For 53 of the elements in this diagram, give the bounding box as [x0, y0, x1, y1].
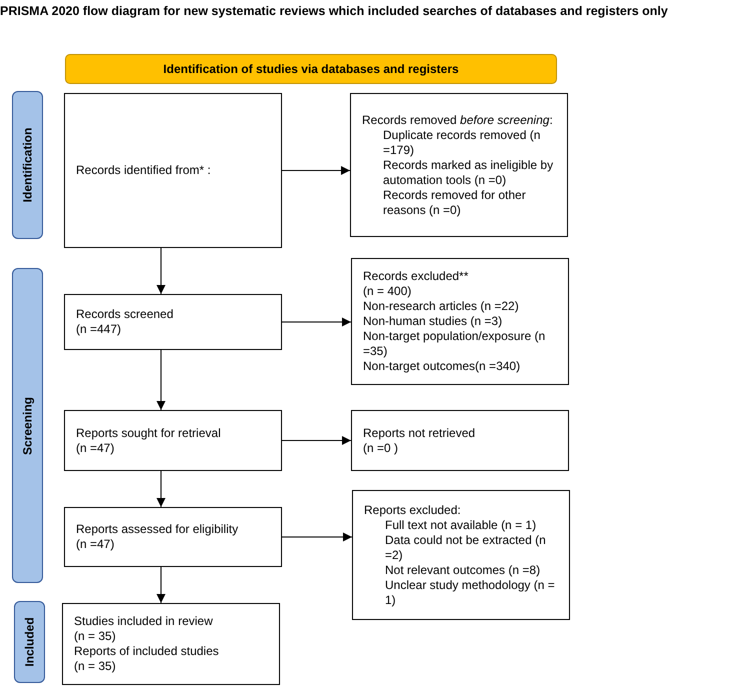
box-text: Records removed before screening: — [362, 112, 554, 128]
box-text: (n =47) — [76, 537, 116, 552]
box-text: Reports sought for retrieval — [76, 426, 222, 440]
diagram-title: PRISMA 2020 flow diagram for new systematic reviews which included searches of databases and registers only — [0, 4, 668, 18]
phase-band — [12, 268, 43, 583]
phase-band — [14, 601, 45, 683]
arrow — [156, 350, 166, 410]
box-text: Records screened — [76, 307, 174, 322]
process-box — [351, 410, 569, 471]
box-text: (n = 35) — [74, 659, 117, 674]
process-box — [62, 603, 280, 685]
box-text: Not relevant outcomes (n =8) — [384, 562, 542, 578]
process-box — [351, 258, 569, 385]
process-box — [352, 490, 570, 620]
phase-label: Included — [22, 617, 37, 667]
box-text: Duplicate records removed (n =179) — [382, 128, 542, 158]
arrow — [156, 470, 166, 508]
box-text: Records identified from* : — [76, 163, 212, 178]
process-box — [64, 410, 282, 471]
box-text: Records marked as ineligible by automation tools (n =0) — [382, 158, 554, 188]
process-box — [64, 294, 282, 350]
arrow — [156, 566, 166, 604]
process-box — [64, 507, 282, 567]
box-text: (n =447) — [76, 322, 122, 337]
arrow — [282, 532, 352, 542]
box-text: (n =47) — [76, 440, 116, 456]
box-text: (n = 400) — [363, 284, 412, 299]
box-text: Reports not retrieved — [363, 426, 476, 440]
box-text: (n =0 ) — [363, 440, 400, 456]
section-header-bar: Identification of studies via databases and registers — [65, 54, 557, 84]
box-text: Records removed for other reasons (n =0) — [382, 188, 527, 218]
arrow — [282, 166, 350, 175]
box-text: Non-human studies (n =3) — [363, 314, 504, 329]
box-text: Data could not be extracted (n =2) — [384, 532, 547, 562]
box-text: Studies included in review — [74, 614, 214, 629]
box-text: Reports excluded: — [364, 502, 462, 518]
phase-label: Screening — [20, 396, 35, 455]
arrow — [156, 248, 166, 294]
box-text: Full text not available (n = 1) — [384, 518, 538, 532]
box-text: Non-research articles (n =22) — [363, 299, 520, 314]
box-text: Records excluded** — [363, 269, 470, 284]
phase-label: Identification — [20, 128, 35, 202]
box-text: (n = 35) — [74, 629, 117, 644]
process-box — [64, 93, 282, 248]
arrow — [282, 318, 352, 326]
box-text: Unclear study methodology (n = 1) — [384, 578, 556, 608]
arrow — [282, 436, 352, 445]
process-box — [350, 93, 568, 237]
box-text: Non-target population/exposure (n =35) — [363, 329, 546, 359]
box-text: Non-target outcomes(n =340) — [363, 359, 522, 374]
box-text: Reports of included studies — [74, 644, 220, 659]
phase-band — [12, 91, 43, 239]
box-text: Reports assessed for eligibility — [76, 522, 240, 537]
